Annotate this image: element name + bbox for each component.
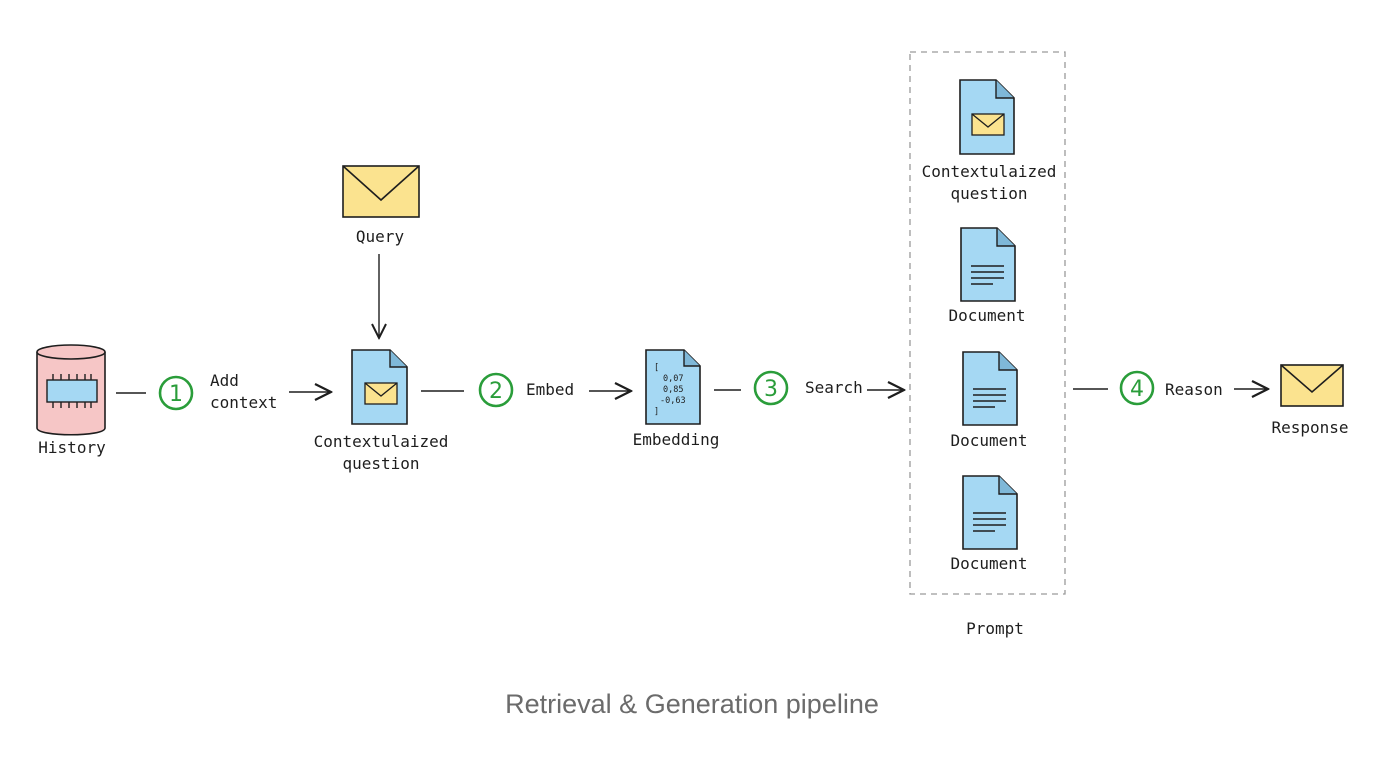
- step-4-number: 4: [1130, 377, 1144, 402]
- step-2-label: Embed: [526, 380, 574, 399]
- document-label-1: Document: [948, 306, 1025, 325]
- step-3-circle: [753, 370, 789, 406]
- prompt-label: Prompt: [966, 619, 1024, 638]
- step-2: 2 Embed: [478, 372, 574, 408]
- envelope-icon: [1280, 364, 1344, 407]
- document-label-2: Document: [950, 431, 1027, 450]
- document-label-3: Document: [950, 554, 1027, 573]
- embedding-node: [ 0,07 0,85 -0,63 ] Embedding: [633, 349, 720, 449]
- embedding-value-2: 0,85: [663, 385, 683, 395]
- prompt-question-item: Contextulaized question: [922, 79, 1057, 203]
- response-node: Response: [1271, 364, 1349, 437]
- step-4: 4 Reason: [1119, 370, 1223, 406]
- embedding-label: Embedding: [633, 430, 720, 449]
- step-1-label-line1: Add: [210, 371, 239, 390]
- document-icon: [645, 349, 701, 425]
- envelope-icon: [342, 165, 420, 218]
- contextualized-question-label-line1: Contextulaized: [314, 432, 449, 451]
- database-icon: [36, 344, 106, 436]
- history-node: History: [36, 344, 106, 457]
- step-1: 1 Add context: [158, 371, 277, 412]
- contextualized-question-node: Contextulaized question: [314, 349, 449, 473]
- prompt-question-label-line2: question: [950, 184, 1027, 203]
- step-1-number: 1: [169, 382, 183, 407]
- prompt-document-item: Document: [948, 227, 1026, 325]
- document-lines-icon: [962, 351, 1018, 426]
- document-lines-icon: [962, 475, 1018, 550]
- document-lines-icon: [960, 227, 1016, 302]
- step-1-circle: [158, 375, 194, 411]
- prompt-question-label-line1: Contextulaized: [922, 162, 1057, 181]
- envelope-icon: [971, 113, 1005, 136]
- embedding-value-open: [: [654, 363, 659, 373]
- step-1-label-line2: context: [210, 393, 277, 412]
- prompt-group: Contextulaized question Document: [909, 51, 1066, 638]
- query-node: Query: [342, 165, 420, 246]
- prompt-document-item: Document: [950, 475, 1028, 573]
- query-label: Query: [356, 227, 405, 246]
- step-2-number: 2: [489, 379, 503, 404]
- step-3-number: 3: [764, 377, 778, 402]
- prompt-document-item: Document: [950, 351, 1028, 450]
- embedding-value-1: 0,07: [663, 374, 683, 384]
- step-4-label: Reason: [1165, 380, 1223, 399]
- step-4-circle: [1119, 370, 1155, 406]
- embedding-value-3: -0,63: [660, 396, 686, 406]
- history-label: History: [38, 438, 106, 457]
- step-2-circle: [478, 372, 514, 408]
- step-3: 3 Search: [753, 370, 863, 406]
- envelope-icon: [364, 382, 398, 405]
- contextualized-question-label-line2: question: [342, 454, 419, 473]
- response-label: Response: [1271, 418, 1348, 437]
- prompt-box: [909, 51, 1066, 595]
- embedding-value-close: ]: [654, 407, 659, 417]
- diagram-caption: Retrieval & Generation pipeline: [505, 689, 879, 719]
- step-3-label: Search: [805, 378, 863, 397]
